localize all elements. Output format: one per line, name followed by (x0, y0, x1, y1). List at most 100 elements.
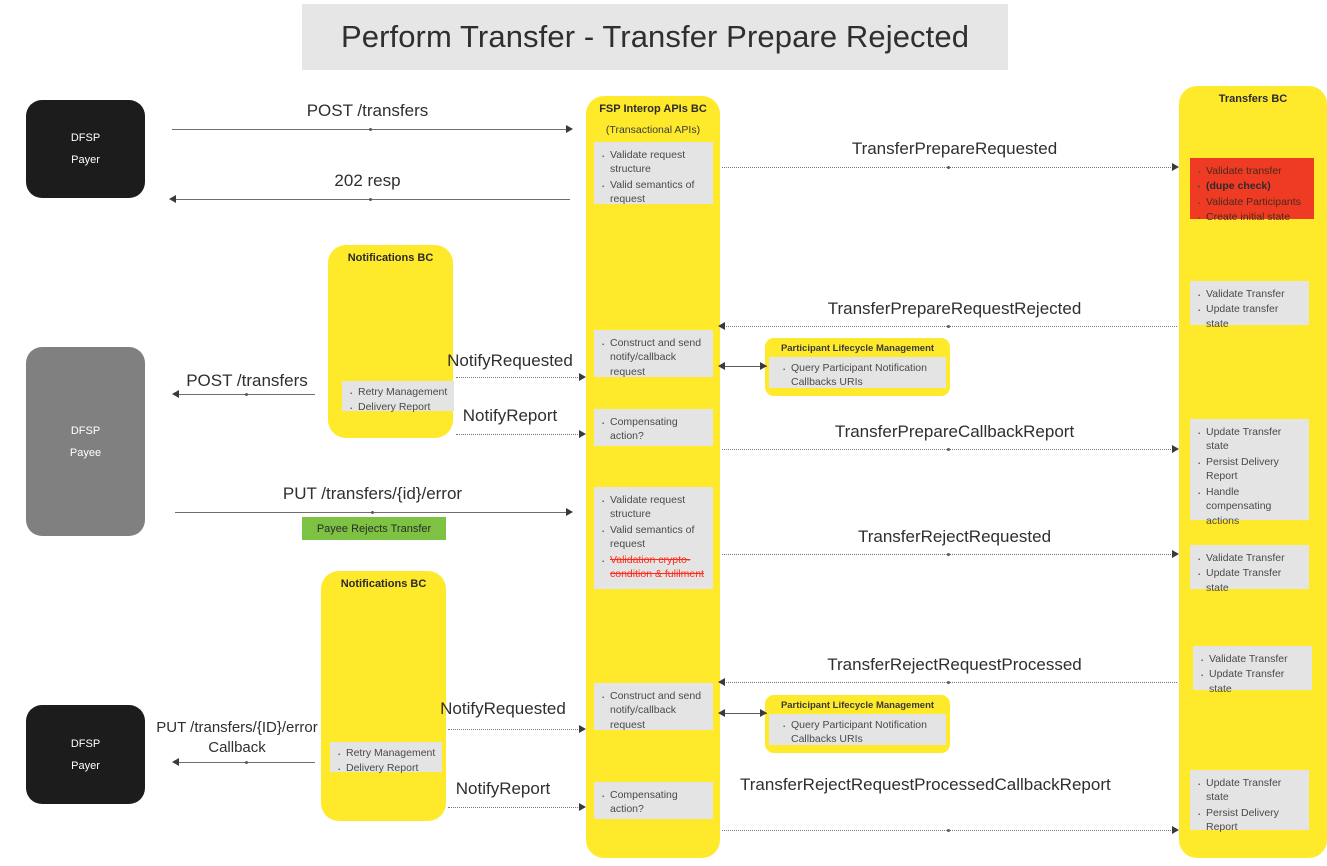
event-transfer-prepare-callback-report: TransferPrepareCallbackReport (834, 422, 1075, 441)
plm-bottom-title: Participant Lifecycle Management (780, 700, 935, 711)
arrow-head-right (760, 362, 767, 370)
arrow-head-right (566, 125, 573, 133)
arrow-line-interop-plm-bottom (722, 713, 767, 714)
arrow-head-right (1172, 550, 1179, 558)
event-notify-report-bottom: NotifyReport (455, 779, 551, 798)
event-transfer-reject-requested: TransferRejectRequested (857, 527, 1052, 546)
arrow-midpoint-dot (245, 760, 248, 764)
message-put-transfers-error: PUT /transfers/{id}/error (282, 484, 463, 503)
note-line: Update Transfer state (1197, 424, 1304, 454)
arrow-head-right (579, 725, 586, 733)
note-interop-construct-1: Construct and send notify/callback reque… (594, 330, 713, 379)
note-line: Query Participant Notification Callbacks… (782, 717, 942, 747)
plm-top-title: Participant Lifecycle Management (780, 343, 935, 354)
arrow-head-right (579, 430, 586, 438)
arrow-line-notify-requested-bottom (448, 729, 584, 730)
arrow-head-right (566, 508, 573, 516)
lane-fsp-interop-title: FSP Interop APIs BC (599, 103, 707, 115)
note-line: Retry Management (349, 384, 450, 403)
sublane-participant-lifecycle-management-top: Participant Lifecycle Management Query P… (765, 338, 950, 396)
arrow-head-right (1172, 445, 1179, 453)
arrow-midpoint-dot (245, 392, 248, 396)
note-interop-construct-2: Construct and send notify/callback reque… (594, 683, 713, 731)
arrow-head-left (172, 390, 179, 398)
arrow-head-left (718, 362, 725, 370)
arrow-head-left (169, 195, 176, 203)
arrow-line-interop-plm-top (722, 366, 767, 367)
note-line: Retry Management (337, 745, 438, 764)
note-line: Update Transfer state (1197, 775, 1304, 805)
actor-dfsp-payer-bottom-line2: Payer (71, 759, 100, 772)
actor-dfsp-payer-top-line2: Payer (71, 154, 100, 166)
actor-dfsp-payer-top-line1: DFSP (70, 132, 101, 144)
note-line-bold: (dupe check) (1197, 178, 1309, 197)
note-notifications-bottom: Retry Management Delivery Report (330, 742, 442, 779)
note-line: Update Transfer state (1200, 666, 1307, 696)
note-plm-bottom: Query Participant Notification Callbacks… (769, 714, 946, 745)
arrow-head-left (718, 322, 725, 330)
arrow-midpoint-dot (947, 552, 950, 556)
note-line: Validate Transfer (1197, 550, 1304, 569)
arrow-midpoint-dot (947, 680, 950, 684)
sublane-participant-lifecycle-management-bottom: Participant Lifecycle Management Query P… (765, 695, 950, 753)
note-line: Persist Delivery Report (1197, 805, 1304, 835)
note-line: Create initial state (1197, 209, 1309, 228)
note-line: Compensating action? (601, 414, 708, 444)
event-notify-report-top: NotifyReport (462, 406, 558, 425)
lane-notifications-bottom-title: Notifications BC (340, 578, 427, 590)
arrow-midpoint-dot (371, 510, 374, 514)
tag-payee-rejects-transfer: Payee Rejects Transfer (302, 517, 446, 540)
lane-fsp-interop-apis-bc: FSP Interop APIs BC (Transactional APIs) (586, 96, 720, 858)
arrow-head-left (718, 709, 725, 717)
arrow-head-right (760, 709, 767, 717)
note-transfers-b2: Update Transfer state Persist Delivery R… (1190, 419, 1309, 527)
arrow-line-notify-report-top (456, 434, 584, 435)
arrow-line-notify-requested-top (456, 377, 584, 378)
actor-dfsp-payee: DFSP Payee (26, 347, 145, 536)
note-line: Construct and send notify/callback reque… (601, 335, 708, 379)
arrow-head-right (579, 803, 586, 811)
note-line: Validate Transfer (1200, 651, 1307, 670)
arrow-head-right (1172, 826, 1179, 834)
arrow-head-left (718, 678, 725, 686)
arrow-head-right (1172, 163, 1179, 171)
arrow-midpoint-dot (369, 197, 372, 201)
note-interop-compensating-1: Compensating action? (594, 409, 713, 446)
note-line: Compensating action? (601, 787, 708, 817)
note-line: Validate request structure (601, 147, 708, 177)
actor-dfsp-payer-bottom-line1: DFSP (70, 737, 101, 750)
note-line: Persist Delivery Report (1197, 454, 1304, 484)
note-transfers-validate-red: Validate transfer (dupe check) Validate … (1190, 158, 1314, 228)
lane-notifications-top-title: Notifications BC (347, 252, 434, 264)
note-line: Handle compensating actions (1197, 484, 1304, 528)
note-interop-validate-1: Validate request structure Valid semanti… (594, 142, 713, 207)
note-plm-top: Query Participant Notification Callbacks… (769, 357, 946, 388)
event-transfer-prepare-requested: TransferPrepareRequested (851, 139, 1058, 158)
lane-notifications-bc-bottom: Notifications BC (321, 571, 446, 821)
arrow-midpoint-dot (947, 165, 950, 169)
actor-dfsp-payer-bottom: DFSP Payer (26, 705, 145, 804)
event-notify-requested-bottom: NotifyRequested (440, 699, 566, 718)
arrow-head-right (579, 373, 586, 381)
arrow-line-notify-report-bottom (448, 807, 584, 808)
note-line: Update transfer state (1197, 301, 1304, 331)
arrow-head-left (172, 758, 179, 766)
actor-dfsp-payee-line1: DFSP (70, 424, 101, 437)
event-transfer-prepare-request-rejected: TransferPrepareRequestRejected (827, 299, 1082, 318)
arrow-midpoint-dot (947, 447, 950, 451)
note-transfers-b5: Update Transfer state Persist Delivery R… (1190, 770, 1309, 833)
note-transfers-b1: Validate Transfer Update transfer state (1190, 281, 1309, 330)
message-put-transfers-error-callback: PUT /transfers/{ID}/error Callback (156, 719, 318, 757)
note-line: Valid semantics of request (601, 177, 708, 207)
event-transfer-reject-request-processed-callback-report: TransferRejectRequestProcessedCallbackRe… (740, 775, 1111, 794)
event-transfer-reject-request-processed: TransferRejectRequestProcessed (827, 655, 1082, 674)
note-notifications-top: Retry Management Delivery Report (342, 381, 454, 418)
diagram-title-text: Perform Transfer - Transfer Prepare Reje… (340, 19, 970, 54)
note-line: Validate Participants (1197, 194, 1309, 213)
note-line: Delivery Report (337, 760, 438, 779)
actor-dfsp-payer-top: DFSP Payer (26, 100, 145, 198)
message-post-transfers-payee: POST /transfers (186, 371, 308, 390)
note-interop-compensating-2: Compensating action? (594, 782, 713, 819)
note-line: Validate transfer (1197, 163, 1309, 182)
note-line: Validate Transfer (1197, 286, 1304, 305)
